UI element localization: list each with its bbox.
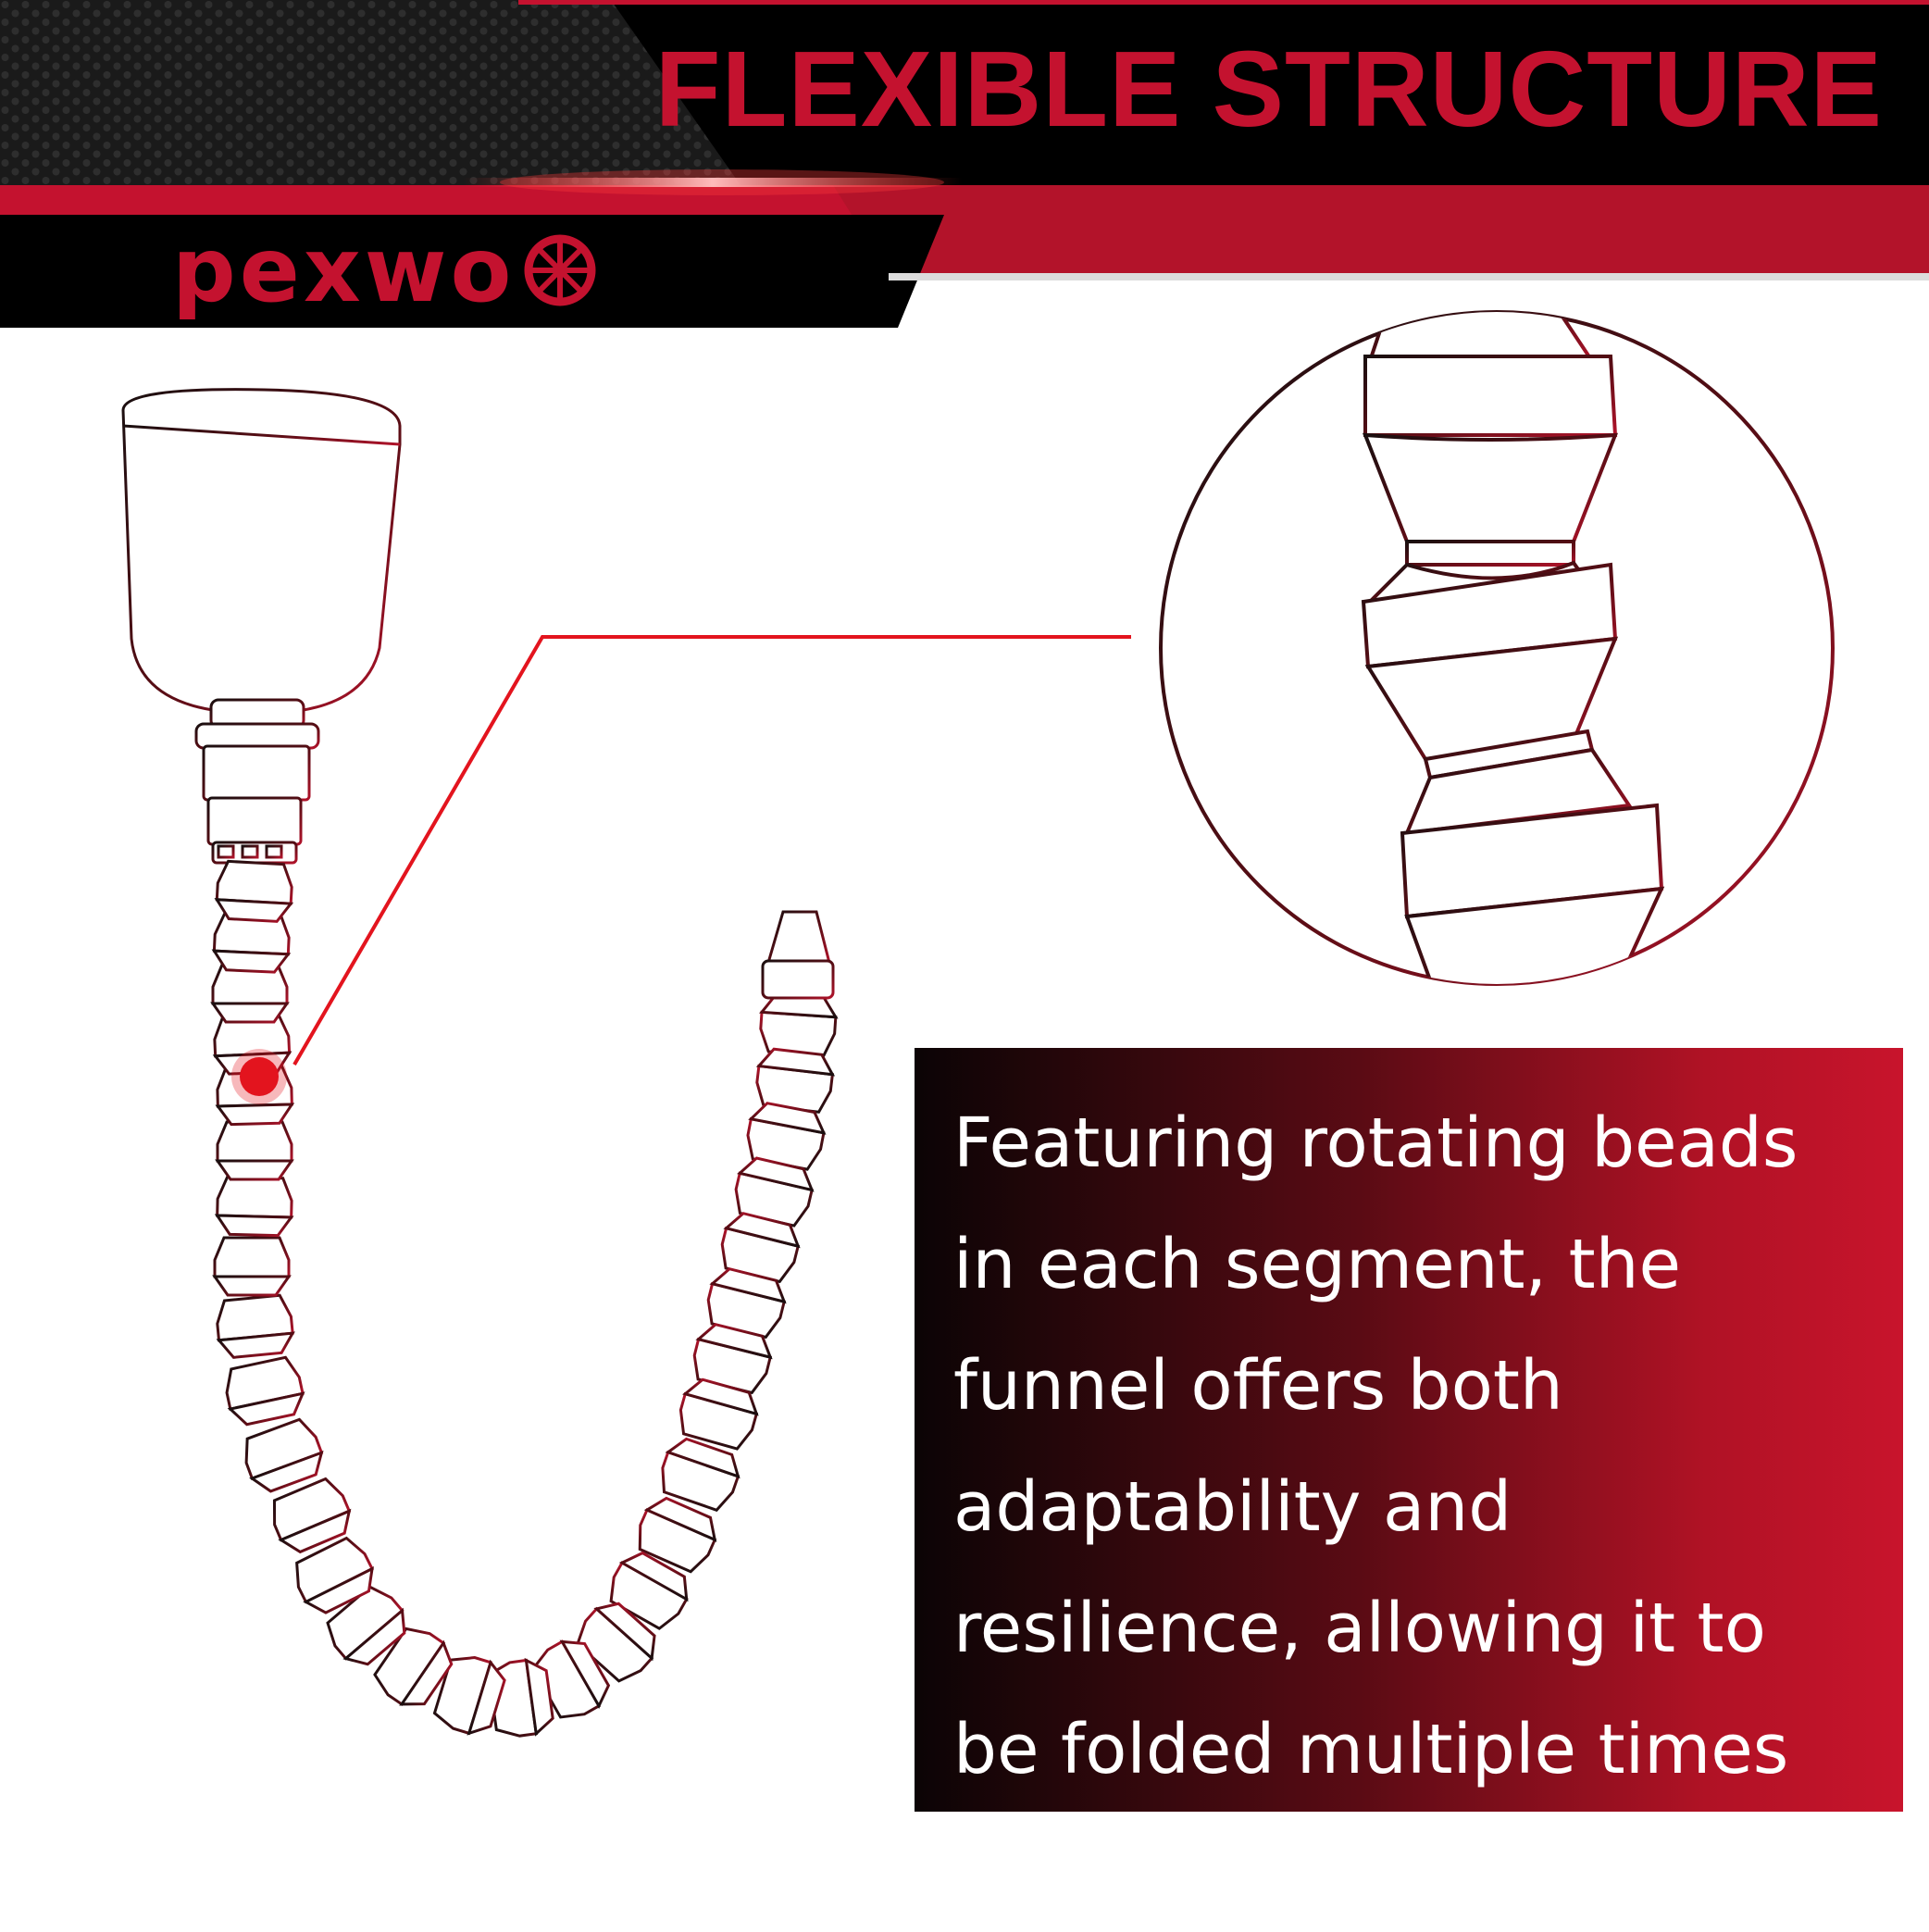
flexible-hose: [210, 859, 839, 1738]
hose-bead: [272, 1477, 352, 1554]
hose-tip: [761, 910, 835, 1000]
description-panel: Featuring rotating beads in each segment…: [915, 1048, 1903, 1911]
header-banner: [0, 0, 1929, 328]
description-text: Featuring rotating beads in each segment…: [953, 1103, 1798, 1911]
page-title: FLEXIBLE STRUCTURE: [654, 29, 1883, 149]
detail-view: [1159, 310, 1835, 986]
hose-bead: [373, 1627, 454, 1707]
hose-bead: [225, 1355, 305, 1427]
hose-bead: [214, 1175, 294, 1238]
brand-logo: pexwo: [172, 226, 597, 315]
hose-bead: [678, 1377, 759, 1451]
hose-bead: [244, 1417, 324, 1493]
hose-bead: [295, 1536, 375, 1614]
hose-bead: [746, 1102, 827, 1171]
wheel-icon: [524, 234, 596, 306]
hose-bead: [212, 1236, 292, 1297]
hose-bead: [609, 1551, 689, 1630]
funnel-cup: [121, 388, 402, 715]
hose-bead: [216, 1293, 295, 1359]
hose-bead: [661, 1437, 740, 1513]
callout-marker: [240, 1057, 279, 1096]
hose-bead: [759, 992, 839, 1057]
hose-bead: [692, 1323, 773, 1395]
callout-line: [292, 635, 1131, 1066]
hose-bead: [706, 1267, 787, 1340]
funnel-connector: [194, 698, 320, 865]
hose-bead: [210, 963, 290, 1024]
hose-bead: [638, 1496, 717, 1574]
hose-bead: [215, 1120, 294, 1181]
hose-bead: [755, 1047, 836, 1114]
hose-bead: [214, 859, 294, 923]
hose-bead: [720, 1212, 801, 1284]
brand-name: pexwo: [172, 218, 516, 322]
hose-bead: [734, 1156, 815, 1228]
